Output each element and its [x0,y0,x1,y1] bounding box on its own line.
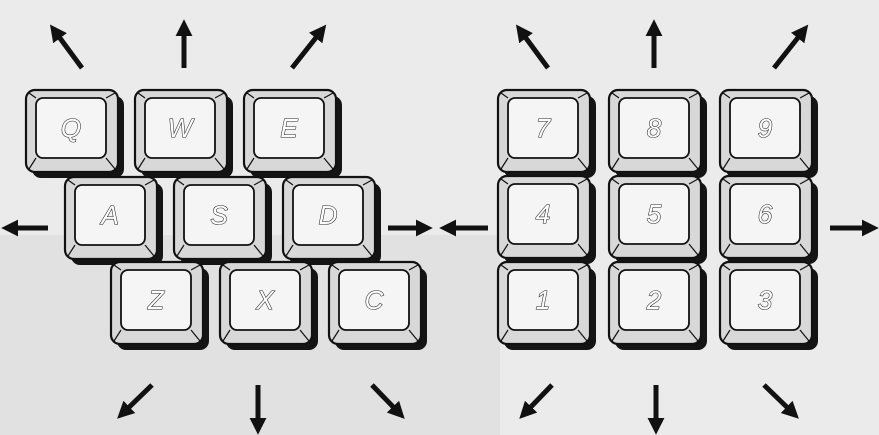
key-number-9: 9 [718,88,818,178]
key-legend-7: 7 [536,113,552,143]
key-legend-5: 5 [647,199,662,229]
key-legend-1: 1 [536,285,550,315]
key-number-1: 1 [496,260,596,350]
key-number-5: 5 [607,174,707,264]
key-letter-Q: Q [24,88,124,178]
key-legend-4: 4 [536,199,550,229]
key-legend-W: W [168,113,195,143]
key-legend-A: A [99,200,118,230]
key-number-2: 2 [607,260,707,350]
key-legend-8: 8 [647,113,662,143]
key-letter-C: C [327,260,427,350]
key-legend-D: D [319,200,338,230]
key-letter-X: X [218,260,318,350]
key-letter-S: S [172,175,272,265]
key-legend-6: 6 [758,199,773,229]
arrow-up-left-icon [515,24,551,70]
key-number-4: 4 [496,174,596,264]
arrow-up-right-icon [290,24,327,70]
key-legend-3: 3 [758,285,773,315]
number-direction-arrows [439,19,879,435]
key-legend-S: S [210,200,228,230]
letter-keys-group: Q W E A S D Z X C [24,88,427,350]
key-letter-D: D [281,175,381,265]
arrow-down-left-icon [519,383,554,419]
arrow-down-left-icon [117,383,154,419]
number-keys-group: 7 8 9 4 5 6 1 2 3 [496,88,818,350]
arrow-down-right-icon [762,383,799,419]
arrow-up-right-icon [772,24,809,70]
letter-direction-arrows [1,19,433,435]
key-legend-2: 2 [646,285,662,315]
key-number-3: 3 [718,260,818,350]
arrow-down-right-icon [370,383,405,419]
key-number-7: 7 [496,88,596,178]
key-legend-X: X [255,285,275,315]
key-letter-W: W [133,88,233,178]
key-number-8: 8 [607,88,707,178]
key-legend-C: C [365,285,384,315]
key-legend-Z: Z [147,285,165,315]
key-letter-E: E [242,88,342,178]
key-letter-A: A [63,175,163,265]
key-letter-Z: Z [109,260,209,350]
key-legend-9: 9 [758,113,772,143]
key-legend-E: E [280,113,298,143]
key-number-6: 6 [718,174,818,264]
key-legend-Q: Q [61,113,81,143]
arrow-up-left-icon [49,24,85,70]
